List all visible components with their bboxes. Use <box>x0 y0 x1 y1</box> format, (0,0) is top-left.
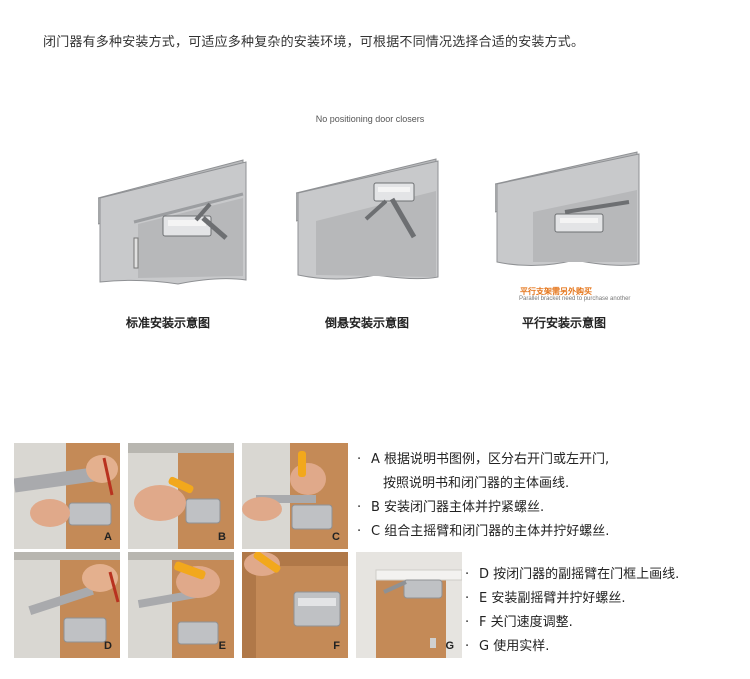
diagram-label-standard: 标准安装示意图 <box>126 316 211 330</box>
parallel-bracket-note-cn: 平行支架需另外购买 <box>520 287 592 296</box>
step-photo-a: A <box>14 443 120 549</box>
photo-letter: C <box>332 531 340 543</box>
steps-list-abc: ·A 根据说明书图例，区分右开门或左开门, 按照说明书和闭门器的主体画线. ·B… <box>357 448 609 544</box>
intro-text: 闭门器有多种安装方式，可适应多种复杂的安装环境，可根据不同情况选择合适的安装方式… <box>43 35 585 50</box>
step-photo-e: E <box>128 552 234 658</box>
step-item: ·B 安装闭门器主体并拧紧螺丝. <box>357 500 545 515</box>
step-photo-f: F <box>242 552 348 658</box>
photo-letter: F <box>333 640 340 652</box>
step-item: ·D 按闭门器的副摇臂在门框上画线. <box>465 567 680 582</box>
step-item: ·A 根据说明书图例，区分右开门或左开门, <box>357 452 610 467</box>
closer-body <box>162 202 228 240</box>
steps-list-defg: ·D 按闭门器的副摇臂在门框上画线. ·E 安装副摇臂并拧好螺丝. ·F 关门速… <box>465 563 679 659</box>
step-item: ·C 组合主摇臂和闭门器的主体并拧好螺丝. <box>357 524 610 539</box>
inverted-install-diagram <box>296 158 439 280</box>
closer-body <box>364 182 417 239</box>
step-photo-g: G <box>356 552 462 658</box>
step-item: ·G 使用实样. <box>465 639 550 654</box>
step-photo-d: D <box>14 552 120 658</box>
diagram-label-inverted: 倒悬安装示意图 <box>325 316 410 330</box>
photo-letter: D <box>104 640 112 652</box>
diagram-title: No positioning door closers <box>315 114 425 124</box>
photo-letter: G <box>445 640 454 652</box>
step-item: ·F 关门速度调整. <box>465 615 573 630</box>
photo-letter: A <box>104 531 112 543</box>
standard-install-diagram <box>98 159 247 285</box>
closer-body <box>554 200 630 233</box>
parallel-install-diagram <box>495 151 640 267</box>
step-item-continued: 按照说明书和闭门器的主体画线. <box>383 476 570 491</box>
diagram-label-parallel: 平行安装示意图 <box>522 316 607 330</box>
photo-letter: E <box>218 640 226 652</box>
step-item: ·E 安装副摇臂并拧好螺丝. <box>465 591 626 606</box>
photo-letter: B <box>218 531 226 543</box>
step-photo-b: B <box>128 443 234 549</box>
step-photo-c: C <box>242 443 348 549</box>
parallel-bracket-note-en: Parallel bracket need to purchase anothe… <box>519 296 631 302</box>
